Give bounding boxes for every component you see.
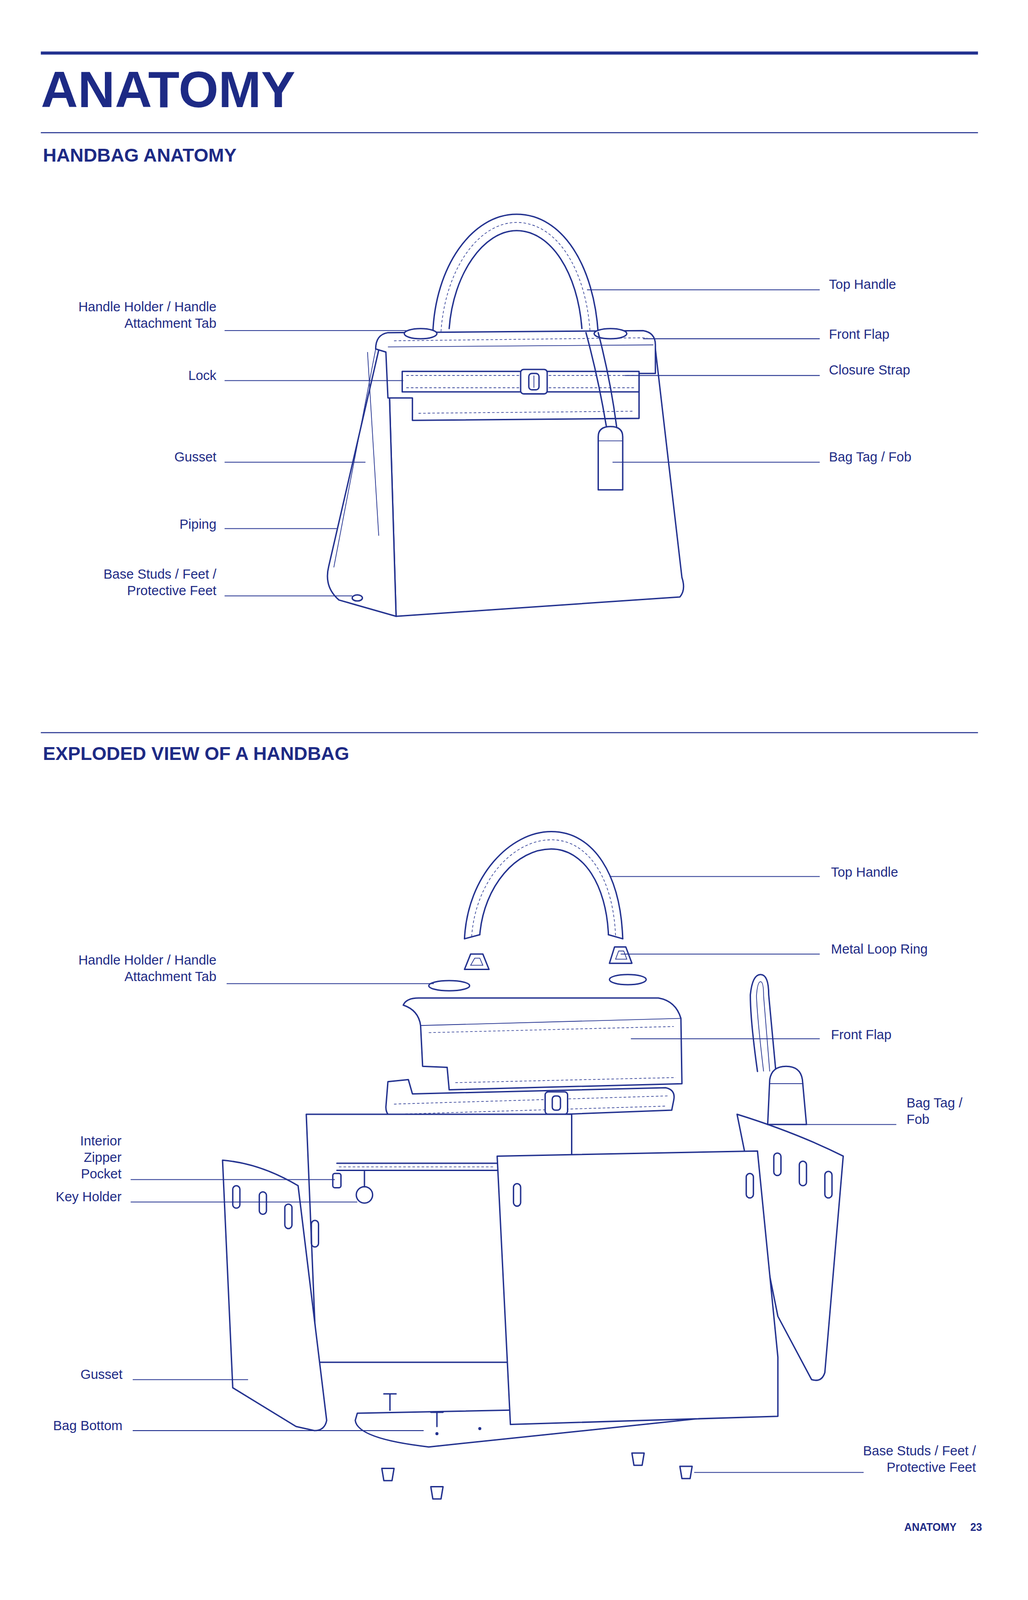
part-label: Front Flap [831, 1027, 892, 1044]
part-label: Front Flap [828, 326, 890, 343]
page-number: 23 [970, 1521, 983, 1535]
part-label: Key Holder [55, 1189, 122, 1206]
part-label: Interior Zipper Pocket [74, 1133, 122, 1183]
part-label: Lock [188, 367, 217, 385]
part-label: Base Studs / Feet / Protective Feet [860, 1443, 976, 1477]
page-title: ANATOMY [40, 58, 296, 122]
part-label: Handle Holder / Handle Attachment Tab [73, 299, 217, 332]
section-heading: EXPLODED VIEW OF A HANDBAG [43, 742, 350, 766]
part-label: Top Handle [828, 276, 897, 294]
part-label: Top Handle [831, 864, 899, 882]
part-label: Gusset [80, 1366, 123, 1384]
part-label: Piping [179, 516, 217, 534]
part-label: Handle Holder / Handle Attachment Tab [73, 952, 217, 986]
part-label: Bag Bottom [53, 1418, 123, 1435]
part-label: Gusset [174, 449, 217, 466]
footer-text: ANATOMY [904, 1521, 957, 1535]
part-label: Bag Tag / Fob [828, 449, 912, 466]
part-label: Closure Strap [828, 362, 910, 379]
part-label: Bag Tag / Fob [906, 1095, 974, 1129]
part-label: Metal Loop Ring [831, 941, 928, 958]
part-label: Base Studs / Feet / Protective Feet [101, 566, 217, 600]
section-heading: HANDBAG ANATOMY [43, 143, 237, 168]
